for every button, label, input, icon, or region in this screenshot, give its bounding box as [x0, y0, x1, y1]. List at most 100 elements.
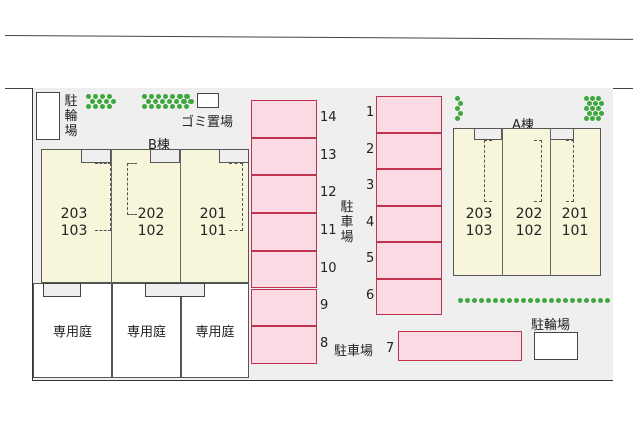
- building-b-divider-1: [111, 149, 112, 283]
- hedge-dot: [596, 116, 601, 121]
- hedge-dot: [163, 94, 168, 99]
- parking-space-number-2: 2: [366, 141, 375, 157]
- unit-upper-number: 201: [199, 206, 227, 222]
- building-a-divider-1: [502, 128, 503, 276]
- hedge-dot: [458, 298, 463, 303]
- hedge-dot: [500, 298, 505, 303]
- hedge-dot: [599, 101, 604, 106]
- hedge-dot: [493, 298, 498, 303]
- parking-space-8: [251, 326, 317, 364]
- unit-upper-number: 203: [60, 206, 88, 222]
- hedge-dot: [455, 116, 460, 121]
- hedge-dot: [455, 96, 460, 101]
- hedge-dot: [587, 111, 592, 116]
- hedge-dot: [479, 298, 484, 303]
- hedge-dot: [163, 104, 168, 109]
- unit-upper-number: 202: [137, 206, 165, 222]
- bike-parking-left-text: 駐輪場: [64, 94, 78, 139]
- building-b-unit-1: 203 103: [54, 206, 94, 240]
- bike-parking-right-label: 駐輪場: [531, 318, 571, 333]
- parking-center-text: 駐車場: [340, 200, 354, 245]
- building-a-unit-2: 202 102: [509, 206, 549, 240]
- hedge-dot: [605, 298, 610, 303]
- road-edge-top: [4, 35, 633, 40]
- hedge-dot: [156, 104, 161, 109]
- hedge-dot: [596, 106, 601, 111]
- hedge-dot: [584, 298, 589, 303]
- hedge-dot: [110, 99, 116, 104]
- parking-space-number-11: 11: [320, 222, 337, 238]
- hedge-dot: [93, 94, 98, 99]
- hedge-dot: [535, 298, 540, 303]
- private-garden-label: 専用庭: [195, 325, 235, 340]
- parking-space-number-14: 14: [320, 109, 337, 125]
- parking-space-number-4: 4: [366, 214, 375, 230]
- unit-lower-number: 102: [515, 223, 543, 239]
- private-garden-2: 専用庭: [112, 283, 181, 378]
- hedge-dot: [188, 99, 194, 104]
- bike-parking-left-box: [36, 92, 60, 140]
- building-b-unit-3: 201 101: [193, 206, 233, 240]
- hedge-dot: [86, 104, 91, 109]
- hedge-dot: [181, 99, 187, 104]
- hedge-dot: [170, 104, 175, 109]
- hedge-dot: [178, 94, 183, 99]
- hedge-dot: [563, 298, 568, 303]
- private-garden-label: 専用庭: [52, 325, 92, 340]
- hedge-dot: [465, 298, 470, 303]
- hedge-dot: [584, 106, 589, 111]
- hedge-dot: [549, 298, 554, 303]
- hedge-dot: [556, 298, 561, 303]
- hedge-dot: [86, 94, 91, 99]
- hedge-dot: [93, 104, 98, 109]
- parking-space-2: [376, 132, 442, 169]
- hedge-dot: [100, 104, 105, 109]
- garden-step-2: [145, 283, 205, 297]
- hedge-dot: [107, 104, 112, 109]
- parking-center-label: 駐車場: [340, 200, 354, 245]
- garden-step-1: [43, 283, 81, 297]
- parking-space-1: [376, 96, 442, 133]
- hedge-dot: [590, 106, 595, 111]
- parking-space-4: [376, 205, 442, 242]
- building-a-unit-3: 201 101: [555, 206, 595, 240]
- unit-lower-number: 101: [199, 223, 227, 239]
- building-a-stair-1: [484, 140, 492, 202]
- unit-upper-number: 202: [515, 206, 543, 222]
- hedge-dot: [142, 94, 147, 99]
- hedge-dot: [472, 298, 477, 303]
- hedge-dot: [159, 99, 165, 104]
- hedge-dot: [89, 99, 95, 104]
- parking-space-number-9: 9: [320, 298, 329, 314]
- parking-space-5: [376, 242, 442, 279]
- private-garden-3: 専用庭: [181, 283, 249, 378]
- hedge-dot: [152, 99, 158, 104]
- parking-space-number-6: 6: [366, 287, 375, 303]
- parking-space-10: [251, 250, 317, 289]
- hedge-dot: [458, 101, 463, 106]
- hedge-dot: [177, 104, 182, 109]
- parking-space-14: [251, 100, 317, 138]
- parking-space-number-7: 7: [386, 341, 395, 356]
- unit-upper-number: 201: [561, 206, 589, 222]
- hedge-dot: [584, 116, 589, 121]
- hedge-dot: [100, 94, 105, 99]
- hedge-dot: [528, 298, 533, 303]
- hedge-dot: [542, 298, 547, 303]
- parking-space-number-1: 1: [366, 105, 375, 121]
- unit-lower-number: 103: [465, 223, 493, 239]
- parking-space-number-3: 3: [366, 178, 375, 194]
- hedge-dot: [590, 116, 595, 121]
- hedge-dot: [170, 94, 175, 99]
- building-a-stair-3: [566, 140, 574, 202]
- parking-bottom-label: 駐車場: [334, 344, 374, 359]
- building-b-unit-2: 202 102: [131, 206, 171, 240]
- hedge-dot: [587, 101, 592, 106]
- hedge-dot: [593, 111, 598, 116]
- hedge-dot: [107, 94, 112, 99]
- parking-space-6: [376, 278, 442, 315]
- hedge-dot: [590, 96, 595, 101]
- bike-parking-right-box: [534, 332, 578, 360]
- hedge-dot: [184, 104, 189, 109]
